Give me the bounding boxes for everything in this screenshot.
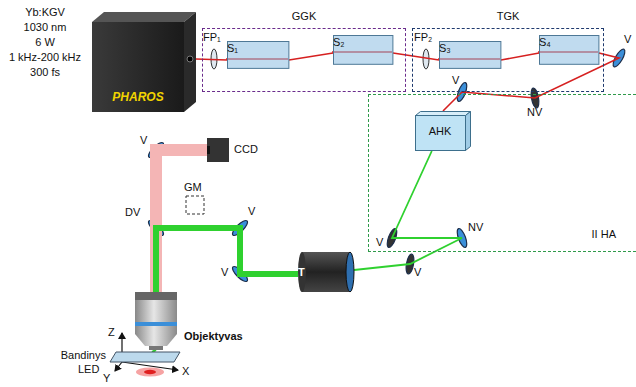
part-label: LED (78, 363, 99, 376)
crystal-block: S₃ (439, 41, 501, 69)
laser-beam (156, 150, 207, 292)
part-label: X (182, 365, 189, 378)
part-label: NV (527, 106, 542, 119)
nonlinear-crystal: AHK (415, 111, 471, 151)
part-label: DV (125, 206, 140, 219)
laser-beam (289, 53, 333, 60)
part-label: GM (184, 181, 202, 194)
laser-spec: 1030 nm (24, 21, 67, 34)
sample: Bandinys (110, 352, 180, 362)
node-label: PHAROS (92, 91, 184, 104)
laser-beam (501, 53, 539, 60)
part-label: Y (103, 372, 110, 385)
part-label: V (414, 266, 421, 279)
galvo-mirror (186, 196, 204, 214)
part-label: NV (468, 221, 483, 234)
harmonic-region: II HA AHK (368, 94, 636, 252)
laser-spec: 300 fs (30, 66, 60, 79)
node-label: S₁ (227, 42, 238, 55)
node-label: S₂ (333, 36, 345, 49)
node-label: S₃ (439, 42, 451, 55)
obj-shape (133, 292, 179, 350)
laser-source: PHAROS (92, 12, 196, 112)
laser-beam (393, 53, 439, 60)
laser-spec: 1 kHz-200 kHz (9, 51, 81, 64)
part-label: V (376, 236, 383, 249)
crystal-block: S₄ (539, 35, 599, 65)
node-label: T (298, 266, 305, 279)
node-label: II HA (592, 228, 616, 241)
crystal-block: S₁ (227, 41, 289, 69)
laser-beam (196, 59, 227, 60)
node-label: TGK (413, 10, 603, 23)
stretcher-region: GGKS₁S₂ (202, 28, 406, 92)
telescope: T (298, 252, 354, 292)
laser-beam (156, 228, 298, 292)
node-label: AHK (415, 125, 465, 138)
part-label: FP₁ (203, 31, 221, 44)
part-label: V (221, 266, 228, 279)
crystal-block: S₂ (333, 35, 393, 65)
part-label: Z (108, 326, 115, 339)
part-label: V (248, 205, 255, 218)
node-label: S₄ (539, 36, 551, 49)
node-label: Bandinys (61, 349, 106, 362)
mirror (146, 48, 627, 284)
laser-spec: 6 W (35, 36, 55, 49)
cyl-shape (298, 252, 354, 292)
led-source (136, 368, 164, 377)
laser-spec: Yb:KGV (25, 6, 65, 19)
slab-shape (110, 352, 180, 362)
laser-beam (354, 151, 462, 270)
compressor-region: TGKS₃S₄ (412, 28, 604, 92)
objective: Objektyvas (133, 292, 179, 350)
ccd-shape (207, 138, 229, 162)
part-label: FP₂ (414, 31, 432, 44)
part-label: V (452, 74, 459, 87)
camera: CCD (207, 138, 229, 162)
node-label: Objektyvas (184, 330, 243, 343)
part-label: V (140, 134, 147, 147)
node-label: GGK (203, 10, 405, 23)
node-label: CCD (234, 143, 258, 156)
part-label: V (624, 33, 631, 46)
